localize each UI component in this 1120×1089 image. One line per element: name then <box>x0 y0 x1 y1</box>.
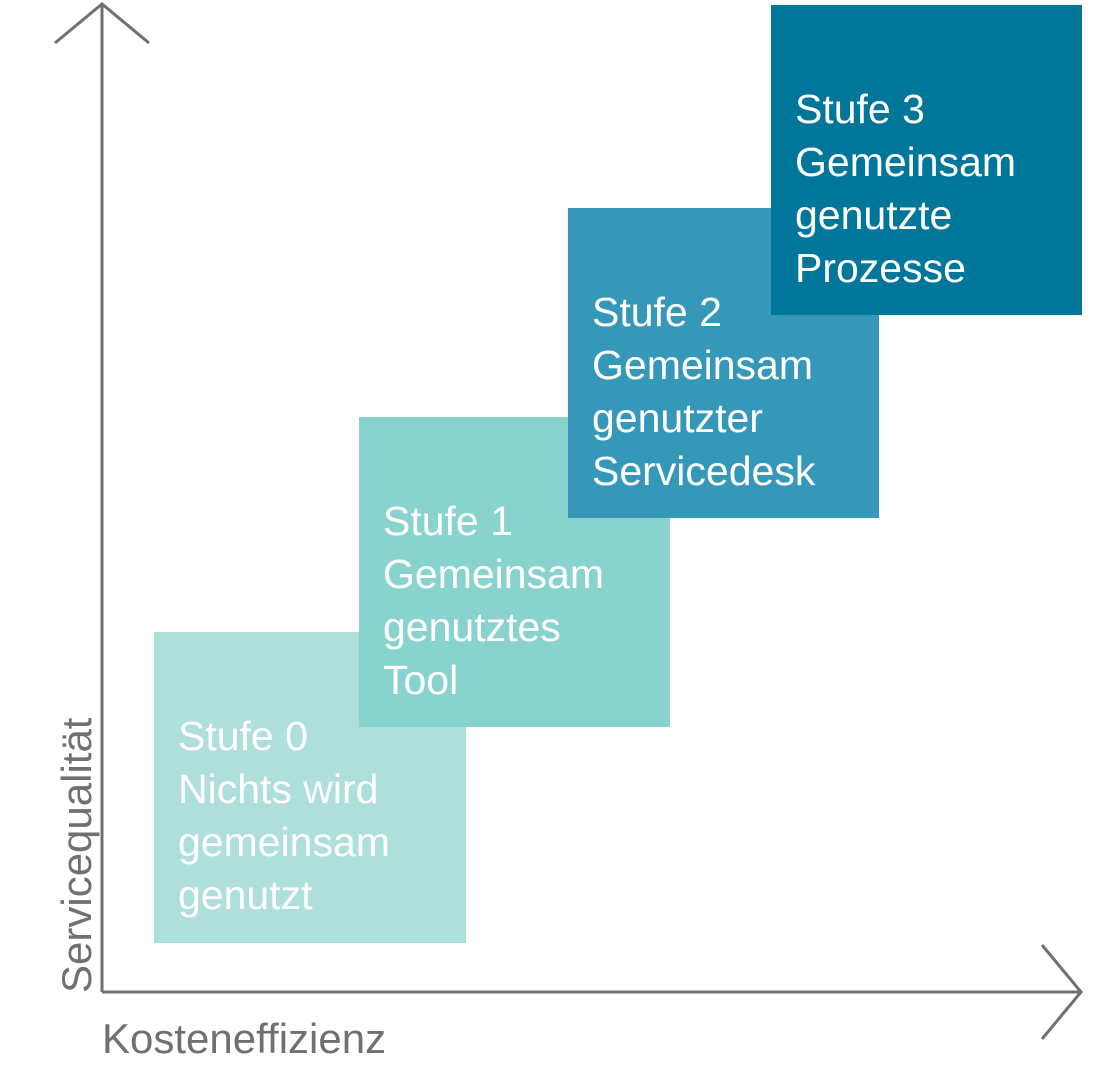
step-3-line-2: genutzte <box>795 192 953 238</box>
x-axis-arrowhead <box>1040 944 1083 1040</box>
y-axis-label: Servicequalität <box>53 717 100 993</box>
step-2-line-2: genutzter <box>592 395 763 441</box>
step-3-line-1: Gemeinsam <box>795 139 1017 185</box>
step-2-box: Stufe 2 Gemeinsam genutzter Servicedesk <box>568 208 879 518</box>
step-2-line-3: Servicedesk <box>592 448 816 494</box>
step-2-title: Stufe 2 <box>592 289 722 335</box>
y-axis-arrowhead <box>54 2 150 45</box>
step-1-line-3: Tool <box>383 657 459 703</box>
step-0-line-3: genutzt <box>178 872 313 918</box>
step-2-line-1: Gemeinsam <box>592 342 814 388</box>
step-1-title: Stufe 1 <box>383 498 513 544</box>
step-0-line-1: Nichts wird <box>178 766 379 812</box>
step-3-line-3: Prozesse <box>795 245 966 291</box>
step-1-line-1: Gemeinsam <box>383 551 605 597</box>
x-axis-label: Kosteneffizienz <box>102 1015 387 1062</box>
step-3-box: Stufe 3 Gemeinsam genutzte Prozesse <box>771 5 1082 315</box>
step-1-line-2: genutztes <box>383 604 561 650</box>
step-0-title: Stufe 0 <box>178 713 308 759</box>
step-3-title: Stufe 3 <box>795 86 925 132</box>
step-0-line-2: gemeinsam <box>178 819 390 865</box>
